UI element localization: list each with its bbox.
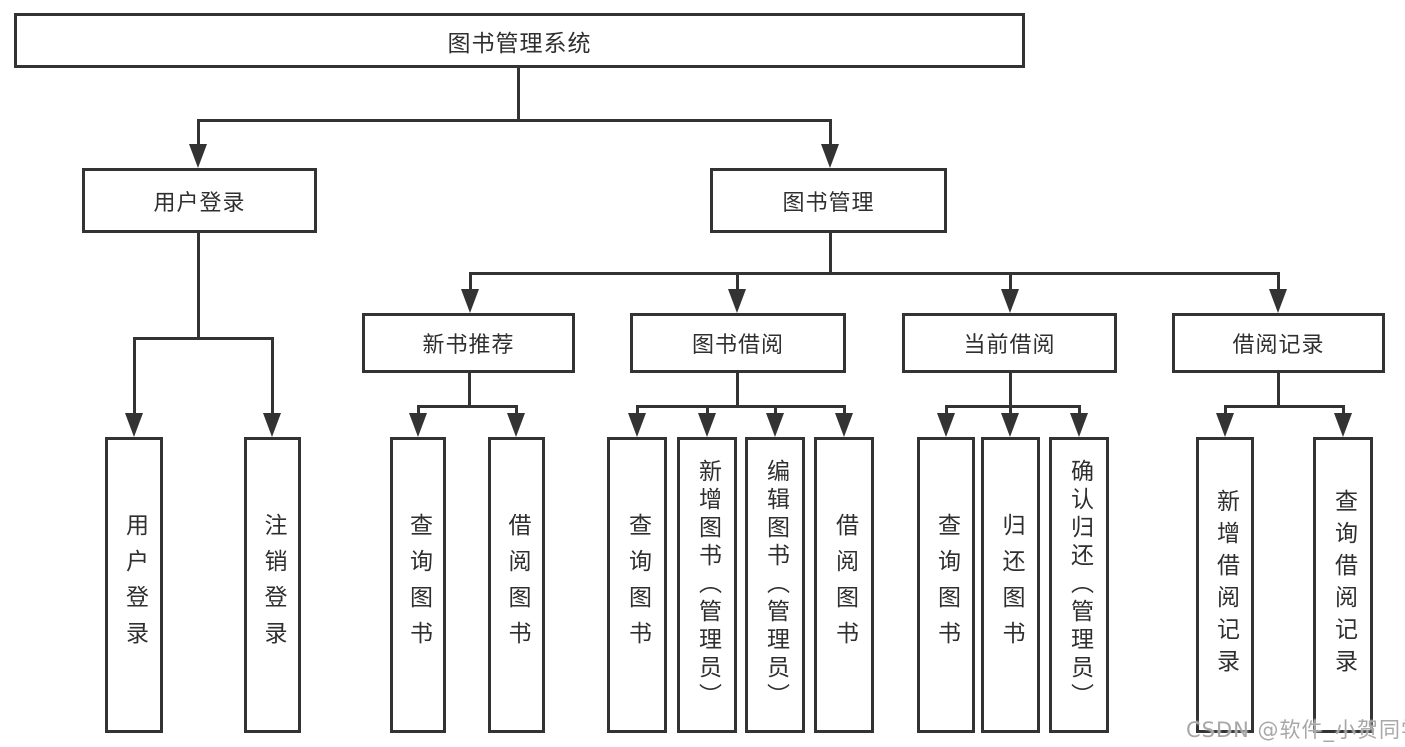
node-label: 图书借阅 — [691, 333, 784, 358]
connector-drop-book-borrow — [736, 272, 739, 291]
arrow-down-icon — [1001, 289, 1019, 313]
arrow-down-icon — [1334, 413, 1352, 437]
leaf-label: 确认归还（管理员） — [1066, 459, 1093, 711]
arrow-down-icon — [125, 413, 143, 437]
leaf-edit-books-admin: 编辑图书（管理员） — [745, 437, 805, 733]
node-book-borrow: 图书借阅 — [630, 313, 846, 373]
leaf-query-books: 查询图书 — [390, 437, 446, 733]
leaf-label: 注销登录 — [260, 513, 286, 657]
leaf-label: 查询图书 — [624, 513, 651, 657]
leaf-label: 新增图书（管理员） — [694, 459, 721, 711]
arrow-down-icon — [728, 289, 746, 313]
connector-drop-leaf — [417, 405, 420, 415]
connector-drop-leaf — [1078, 405, 1081, 415]
arrow-down-icon — [409, 413, 427, 437]
connector-drop-leaf — [515, 405, 518, 415]
arrow-down-icon — [821, 144, 839, 168]
node-borrow-records: 借阅记录 — [1172, 313, 1385, 373]
leaf-label: 借阅图书 — [504, 513, 530, 657]
connector-drop-leaf — [271, 337, 274, 415]
connector-records-rail — [1224, 405, 1344, 408]
arrow-down-icon — [461, 289, 479, 313]
leaf-borrow-books: 借阅图书 — [488, 437, 545, 733]
leaf-label: 查询借阅记录 — [1330, 489, 1357, 681]
connector-login-rail — [133, 337, 274, 340]
arrow-down-icon — [1269, 289, 1287, 313]
connector-records-stem — [1277, 373, 1280, 405]
node-label: 借阅记录 — [1232, 333, 1325, 358]
node-label: 用户登录 — [153, 190, 246, 216]
connector-books-rail — [469, 272, 1279, 275]
connector-drop-leaf — [706, 405, 709, 415]
node-label: 新书推荐 — [422, 333, 515, 358]
leaf-query-books: 查询图书 — [607, 437, 667, 733]
connector-drop-leaf — [133, 337, 136, 415]
connector-drop-leaf — [945, 405, 948, 415]
leaf-label: 查询图书 — [405, 513, 432, 657]
connector-drop-user-login — [197, 119, 200, 146]
connector-drop-borrow-records — [1277, 272, 1280, 291]
connector-drop-leaf — [1342, 405, 1345, 415]
node-label: 图书管理 — [782, 190, 875, 216]
connector-root-rail — [197, 119, 832, 122]
leaf-label: 编辑图书（管理员） — [762, 459, 789, 711]
csdn-watermark: CSDN @软件_小贺同学 — [1186, 718, 1405, 742]
leaf-label: 用户登录 — [121, 513, 148, 657]
connector-currentborrow-rail — [945, 405, 1080, 408]
leaf-add-books-admin: 新增图书（管理员） — [677, 437, 737, 733]
arrow-down-icon — [507, 413, 525, 437]
connector-books-stem — [829, 233, 832, 272]
leaf-label: 新增借阅记录 — [1212, 489, 1239, 681]
leaf-logout: 注销登录 — [244, 437, 301, 733]
leaf-user-login: 用户登录 — [105, 437, 163, 733]
arrow-down-icon — [189, 144, 207, 168]
connector-currentborrow-stem — [1009, 373, 1012, 405]
leaf-query-books: 查询图书 — [917, 437, 975, 733]
node-library-system: 图书管理系统 — [14, 13, 1025, 68]
node-label: 当前借阅 — [963, 333, 1056, 358]
leaf-label: 查询图书 — [933, 513, 960, 657]
leaf-confirm-return-admin: 确认归还（管理员） — [1049, 437, 1109, 733]
connector-root-stem — [517, 68, 520, 119]
connector-drop-leaf — [636, 405, 639, 415]
connector-newbooks-rail — [417, 405, 518, 408]
arrow-down-icon — [937, 413, 955, 437]
connector-drop-leaf — [843, 405, 846, 415]
arrow-down-icon — [1216, 413, 1234, 437]
arrow-down-icon — [835, 413, 853, 437]
connector-bookborrow-stem — [736, 373, 739, 405]
node-book-mgmt: 图书管理 — [710, 168, 947, 233]
leaf-label: 借阅图书 — [831, 513, 858, 657]
connector-drop-new-books — [469, 272, 472, 291]
connector-drop-book-mgmt — [829, 119, 832, 146]
node-new-books: 新书推荐 — [362, 313, 575, 373]
connector-drop-leaf — [774, 405, 777, 415]
node-current-borrow: 当前借阅 — [902, 313, 1117, 373]
arrow-down-icon — [1070, 413, 1088, 437]
node-label: 图书管理系统 — [447, 30, 592, 57]
connector-drop-leaf — [1009, 405, 1012, 415]
arrow-down-icon — [1001, 413, 1019, 437]
connector-drop-leaf — [1224, 405, 1227, 415]
leaf-add-borrow-record: 新增借阅记录 — [1196, 437, 1254, 733]
connector-drop-current-borrow — [1009, 272, 1012, 291]
leaf-borrow-books: 借阅图书 — [814, 437, 874, 733]
leaf-return-books: 归还图书 — [981, 437, 1040, 733]
leaf-query-borrow-record: 查询借阅记录 — [1313, 437, 1373, 733]
arrow-down-icon — [698, 413, 716, 437]
node-user-login: 用户登录 — [82, 168, 317, 233]
arrow-down-icon — [263, 413, 281, 437]
arrow-down-icon — [766, 413, 784, 437]
connector-newbooks-stem — [468, 373, 471, 405]
leaf-label: 归还图书 — [998, 513, 1024, 657]
arrow-down-icon — [628, 413, 646, 437]
connector-bookborrow-rail — [636, 405, 845, 408]
connector-login-stem — [197, 233, 200, 337]
